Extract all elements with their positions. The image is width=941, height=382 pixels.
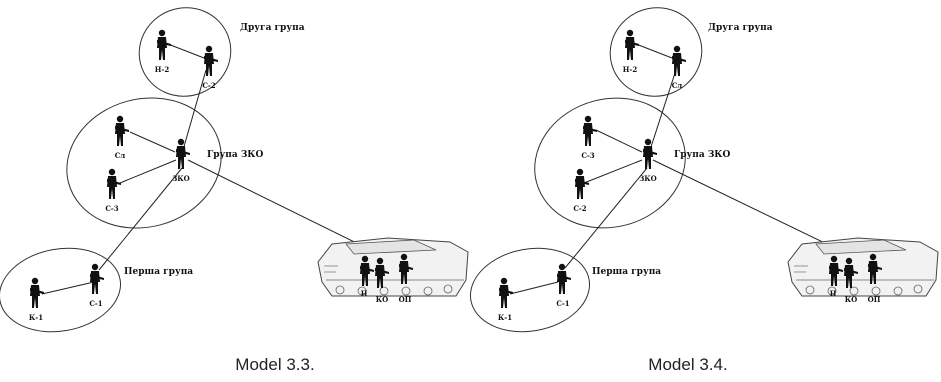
link-zko-s1: [98, 167, 183, 271]
soldier-icon: [625, 29, 639, 60]
label-k1: К-1: [29, 313, 43, 322]
soldier-icon: [157, 29, 171, 60]
label-k1: К-1: [498, 313, 512, 322]
link-n2-s2: [167, 43, 205, 59]
title-first-group: Перша група: [124, 267, 193, 277]
soldier-icon: [115, 115, 129, 146]
soldier-icon: [107, 168, 121, 199]
soldier-icon: [575, 168, 589, 199]
link-bottom-zko: [119, 159, 177, 184]
label-bottom-soldier: С-2: [573, 204, 586, 213]
soldier-icon: [90, 263, 104, 294]
panel-model-3-4: Н-2 Сл С-3 С-2 ЗКО К-1 С-1 Друга група Г…: [469, 7, 939, 374]
label-s1: С-1: [556, 299, 569, 308]
title-zko-group: Група ЗКО: [207, 150, 263, 160]
soldier-icon: [557, 263, 571, 294]
crew-label-3: ОП: [868, 295, 881, 304]
crew-label-2: КО: [376, 295, 388, 304]
crew-label-3: ОП: [399, 295, 412, 304]
label-zko: ЗКО: [172, 174, 190, 183]
label-bottom-soldier: С-3: [105, 204, 118, 213]
caption-model-3-4: Model 3.4.: [648, 355, 727, 374]
title-second-group: Друга група: [708, 23, 773, 33]
link-sl-zko: [649, 69, 677, 151]
link-bottom-zko: [583, 159, 643, 184]
crew-label-2: КО: [845, 295, 857, 304]
title-first-group: Перша група: [592, 267, 661, 277]
label-top-soldier: С-3: [581, 151, 594, 160]
ellipse-second-group: [138, 7, 232, 97]
link-n2-sl: [635, 43, 673, 59]
soldier-icon: [583, 115, 597, 146]
ellipse-first-group: [469, 247, 591, 333]
label-n2: Н-2: [623, 65, 638, 74]
label-zko: ЗКО: [639, 174, 657, 183]
link-k1-s1: [41, 281, 95, 295]
caption-model-3-3: Model 3.3.: [235, 355, 314, 374]
soldier-icon: [30, 277, 44, 308]
ellipse-first-group: [0, 247, 121, 333]
soldier-icon: [672, 45, 686, 76]
label-sl: Сл: [672, 81, 683, 90]
label-n2: Н-2: [155, 65, 170, 74]
label-s2: С-2: [202, 81, 215, 90]
ellipse-zko-group: [66, 97, 222, 229]
link-k1-s1: [509, 281, 559, 295]
vehicle-icon: [317, 237, 469, 297]
crew-label-1: Н: [361, 289, 368, 298]
link-zko-s1: [564, 167, 648, 269]
link-top-zko: [595, 129, 643, 153]
link-s2-zko: [182, 69, 207, 151]
link-top-zko: [129, 131, 176, 153]
soldier-icon: [643, 138, 657, 169]
title-second-group: Друга група: [240, 23, 305, 33]
soldier-icon: [204, 45, 218, 76]
crew-label-1: Н: [830, 289, 837, 298]
panel-model-3-3: Н-2 С-2 Сл С-3 ЗКО К-1 С-1 Друга група Г…: [0, 7, 469, 374]
title-zko-group: Група ЗКО: [674, 150, 730, 160]
ellipse-zko-group: [534, 97, 686, 229]
soldier-icon: [176, 138, 190, 169]
label-s1: С-1: [89, 299, 102, 308]
vehicle-icon: [787, 237, 939, 297]
ellipse-second-group: [609, 7, 703, 97]
soldier-icon: [499, 277, 513, 308]
label-top-soldier: Сл: [115, 151, 126, 160]
